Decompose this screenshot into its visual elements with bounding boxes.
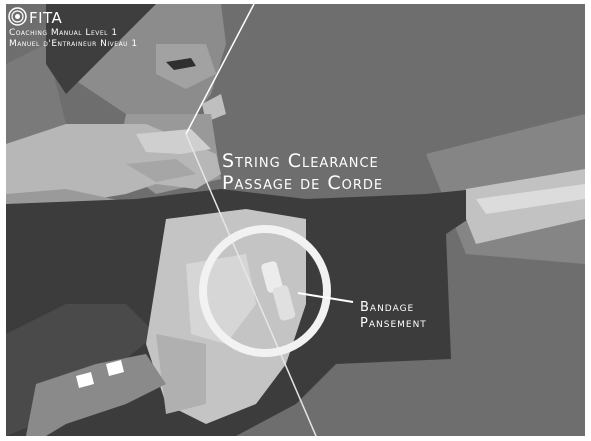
illustration-stage: FITA Coaching Manual Level 1 Manuel d'En… (6, 4, 585, 436)
callout-label-french: Pansement (360, 316, 427, 331)
title-french: Passage de Corde (222, 172, 383, 194)
title-english: String Clearance (222, 150, 379, 172)
fita-target-logo-icon (8, 7, 27, 26)
fita-logo-text: FITA (29, 9, 62, 27)
header-line-english: Coaching Manual Level 1 (9, 28, 118, 38)
archer-illustration (6, 4, 585, 436)
callout-label-english: Bandage (360, 300, 414, 315)
header-line-french: Manuel d'Entraineur Niveau 1 (9, 39, 138, 49)
